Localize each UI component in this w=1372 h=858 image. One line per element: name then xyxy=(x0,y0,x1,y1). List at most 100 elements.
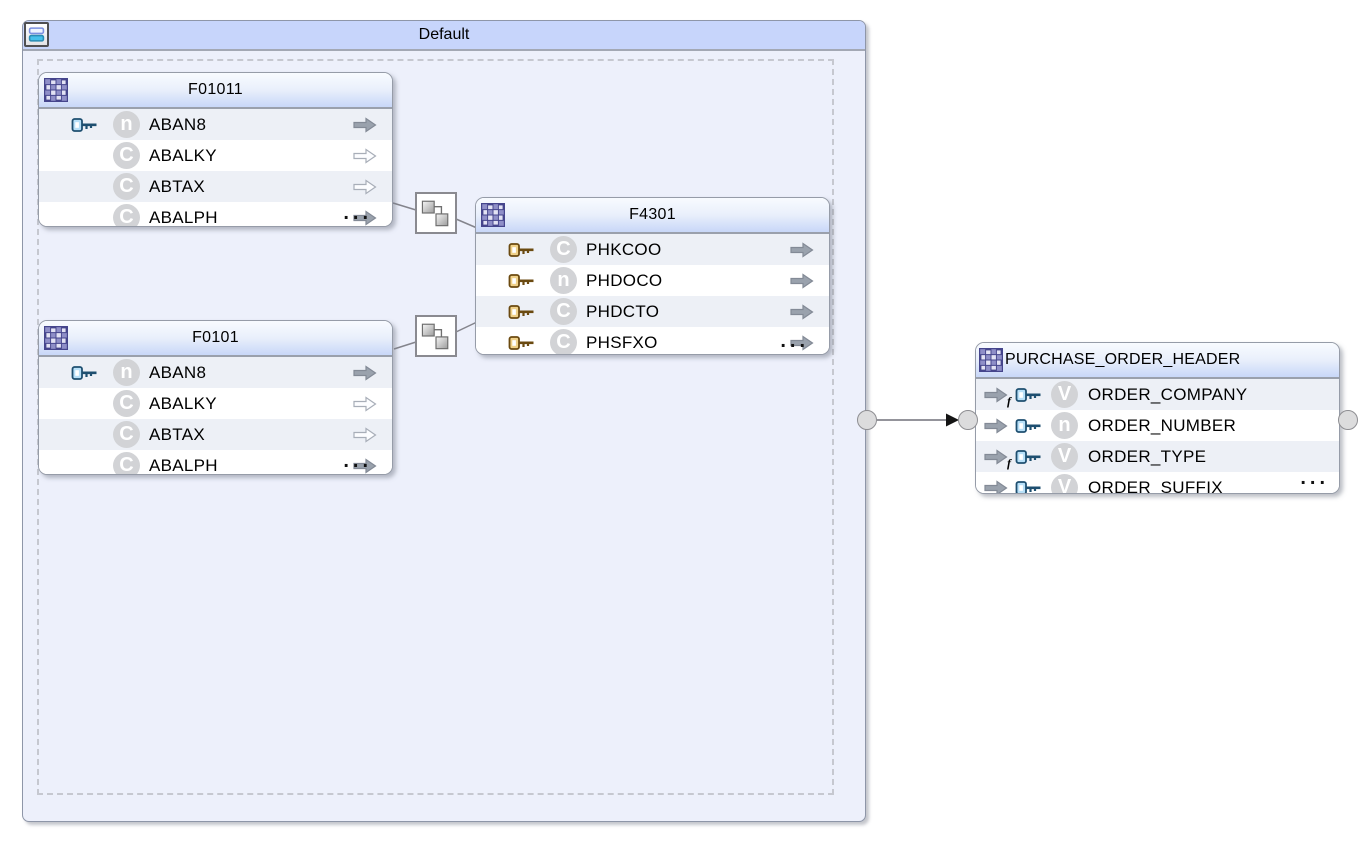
column-name: PHDOCO xyxy=(586,270,663,290)
column-row[interactable]: C ABTAX xyxy=(39,419,392,450)
datatype-icon: C xyxy=(550,329,577,354)
column-name: ABTAX xyxy=(149,176,205,196)
datatype-icon: V xyxy=(1051,381,1078,408)
column-name: ORDER_NUMBER xyxy=(1088,415,1237,435)
datatype-icon: C xyxy=(113,173,140,200)
dataset-title: Default xyxy=(418,26,470,43)
column-row[interactable]: C ABALKY xyxy=(39,388,392,419)
table-node-purchase-order-header[interactable]: PURCHASE_ORDER_HEADER f V ORDER_COMPANY … xyxy=(975,342,1340,494)
primary-key-icon xyxy=(508,336,535,350)
datatype-icon: C xyxy=(113,452,140,474)
primary-key-icon xyxy=(1015,388,1045,402)
table-icon xyxy=(979,348,1003,372)
column-row[interactable]: C PHDCTO xyxy=(476,296,829,327)
column-row[interactable]: n ABAN8 xyxy=(39,109,392,140)
primary-key-icon xyxy=(71,366,98,380)
table-node-f01011[interactable]: F01011 n ABAN8 C ABALKY C ABTAX xyxy=(38,72,393,227)
output-arrow-icon xyxy=(353,365,377,381)
column-name: ABTAX xyxy=(149,424,205,444)
column-name: ABALPH xyxy=(149,455,218,475)
output-arrow-icon xyxy=(353,179,377,195)
primary-key-icon xyxy=(508,243,535,257)
dataset-tool-button[interactable] xyxy=(24,22,49,47)
column-name: PHKCOO xyxy=(586,239,662,259)
column-name: ABALPH xyxy=(149,207,218,227)
datatype-icon: C xyxy=(550,298,577,325)
datatype-icon: V xyxy=(1051,443,1078,470)
datatype-icon: C xyxy=(113,142,140,169)
column-row[interactable]: f V ORDER_TYPE xyxy=(976,441,1339,472)
datatype-icon: n xyxy=(113,111,140,138)
column-row[interactable]: C ABALPH xyxy=(39,450,392,475)
column-row[interactable]: C ABALKY xyxy=(39,140,392,171)
datatype-icon: C xyxy=(113,204,140,226)
column-name: ABAN8 xyxy=(149,114,207,134)
table-header[interactable]: PURCHASE_ORDER_HEADER xyxy=(976,343,1339,379)
primary-key-icon xyxy=(508,274,535,288)
column-row[interactable]: n ORDER_NUMBER xyxy=(976,410,1339,441)
table-header[interactable]: F01011 xyxy=(39,73,392,109)
join-operator-2[interactable] xyxy=(415,315,457,357)
dataset-header[interactable]: Default xyxy=(23,21,865,51)
expression-marker: f xyxy=(1007,393,1011,408)
input-arrow-icon xyxy=(984,418,1008,434)
primary-key-icon xyxy=(508,305,535,319)
primary-key-icon xyxy=(1015,419,1045,433)
more-fields-ellipsis: ... xyxy=(780,330,809,352)
output-arrow-icon xyxy=(790,273,814,289)
table-node-f4301[interactable]: F4301 C PHKCOO n PHDOCO C PHDCTO xyxy=(475,197,830,355)
column-row[interactable]: n PHDOCO xyxy=(476,265,829,296)
column-row[interactable]: f V ORDER_COMPANY xyxy=(976,379,1339,410)
column-name: PHSFXO xyxy=(586,332,658,352)
column-name: ABALKY xyxy=(149,393,217,413)
target-output-port[interactable] xyxy=(1338,410,1358,430)
join-operator-1[interactable] xyxy=(415,192,457,234)
table-node-f0101[interactable]: F0101 n ABAN8 C ABALKY C ABTAX xyxy=(38,320,393,475)
table-header[interactable]: F4301 xyxy=(476,198,829,234)
column-row[interactable]: C PHKCOO xyxy=(476,234,829,265)
column-name: ABAN8 xyxy=(149,362,207,382)
output-arrow-icon xyxy=(790,304,814,320)
expression-marker: f xyxy=(1007,455,1011,470)
input-arrow-icon: f xyxy=(984,387,1011,408)
datatype-icon: C xyxy=(113,421,140,448)
input-arrow-icon: f xyxy=(984,449,1011,470)
column-name: ABALKY xyxy=(149,145,217,165)
join-icon xyxy=(417,317,455,355)
more-fields-ellipsis: ... xyxy=(343,450,372,472)
primary-key-icon xyxy=(71,118,98,132)
column-name: ORDER_SUFFIX xyxy=(1088,477,1223,494)
output-arrow-icon xyxy=(353,427,377,443)
more-fields-ellipsis: ... xyxy=(1300,467,1329,489)
column-row[interactable]: C PHSFXO xyxy=(476,327,829,354)
datatype-icon: V xyxy=(1051,474,1078,493)
column-name: PHDCTO xyxy=(586,301,660,321)
table-title: PURCHASE_ORDER_HEADER xyxy=(1005,351,1241,368)
primary-key-icon xyxy=(1015,450,1045,464)
column-name: ORDER_COMPANY xyxy=(1088,384,1248,404)
primary-key-icon xyxy=(1015,481,1045,495)
input-arrow-icon xyxy=(984,480,1008,495)
table-header[interactable]: F0101 xyxy=(39,321,392,357)
join-icon xyxy=(417,194,455,232)
table-title: F01011 xyxy=(188,81,243,98)
datatype-icon: C xyxy=(550,236,577,263)
datatype-icon: n xyxy=(113,359,140,386)
more-fields-ellipsis: ... xyxy=(343,202,372,224)
datatype-icon: C xyxy=(113,390,140,417)
column-name: ORDER_TYPE xyxy=(1088,446,1207,466)
table-title: F0101 xyxy=(192,329,239,346)
column-row[interactable]: C ABTAX xyxy=(39,171,392,202)
output-arrow-icon xyxy=(353,117,377,133)
target-input-port[interactable] xyxy=(958,410,978,430)
output-arrow-icon xyxy=(790,242,814,258)
output-arrow-icon xyxy=(353,148,377,164)
column-row[interactable]: n ABAN8 xyxy=(39,357,392,388)
table-title: F4301 xyxy=(629,206,676,223)
column-row[interactable]: V ORDER_SUFFIX xyxy=(976,472,1339,495)
datatype-icon: n xyxy=(550,267,577,294)
output-arrow-icon xyxy=(353,396,377,412)
column-row[interactable]: C ABALPH xyxy=(39,202,392,227)
dataset-output-port[interactable] xyxy=(857,410,877,430)
